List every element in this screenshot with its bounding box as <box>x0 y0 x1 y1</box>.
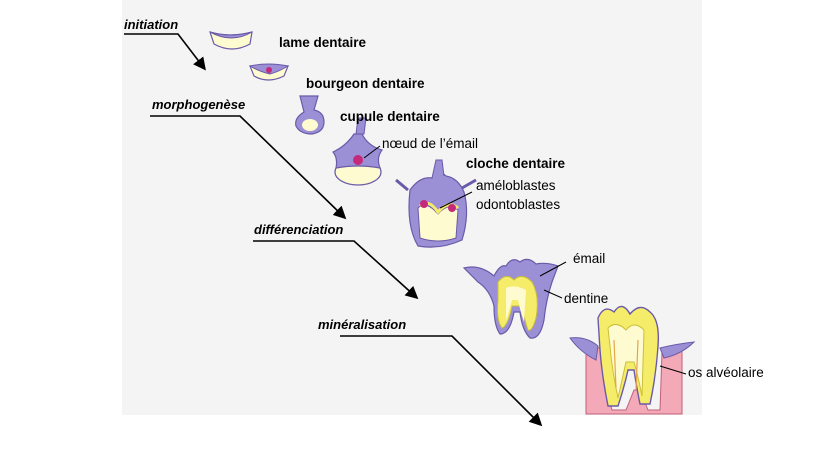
lame-dentaire-drawing <box>209 31 253 50</box>
label-dentine: dentine <box>564 291 609 306</box>
phase-differenciation: différenciation <box>254 222 344 237</box>
cupule-dentaire-drawing <box>295 95 325 135</box>
arrow-mineralisation <box>340 335 543 427</box>
mature-tooth-drawing <box>569 305 696 415</box>
phase-mineralisation: minéralisation <box>318 317 407 332</box>
cupule-noeud-drawing <box>332 117 384 186</box>
label-odontoblastes: odontoblastes <box>476 197 561 212</box>
developing-tooth-drawing <box>462 258 567 339</box>
bourgeon-dentaire-drawing <box>248 63 290 81</box>
phase-morphogenese: morphogenèse <box>152 97 246 112</box>
label-noeud-email: nœud de l’émail <box>382 136 479 151</box>
stage-bourgeon-dentaire: bourgeon dentaire <box>306 76 425 91</box>
arrow-differenciation <box>253 240 419 300</box>
label-os-alveolaire: os alvéolaire <box>688 365 764 380</box>
arrow-initiation <box>124 33 206 71</box>
stage-lame-dentaire: lame dentaire <box>279 35 367 50</box>
label-email: émail <box>573 251 606 266</box>
arrow-morphogenese <box>150 115 347 220</box>
label-ameloblastes: améloblastes <box>476 178 556 193</box>
phase-initiation: initiation <box>124 17 179 32</box>
stage-cupule-dentaire: cupule dentaire <box>340 109 440 124</box>
stage-cloche-dentaire: cloche dentaire <box>466 156 566 171</box>
cloche-dentaire-drawing <box>395 159 477 248</box>
